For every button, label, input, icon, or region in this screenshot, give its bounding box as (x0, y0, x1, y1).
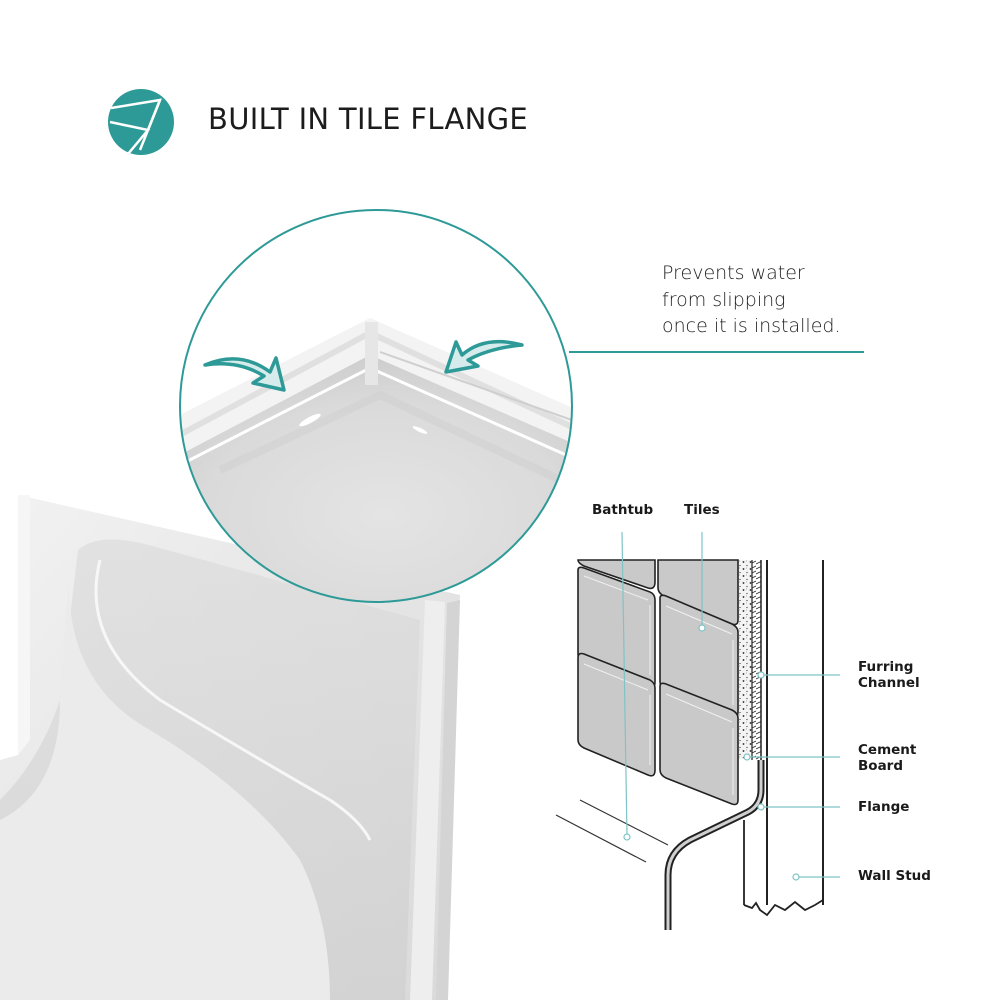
page-title: BUILT IN TILE FLANGE (208, 102, 529, 136)
bathtub-photo (0, 495, 460, 1000)
label-wall-stud: Wall Stud (858, 868, 931, 884)
installation-cross-section-diagram (555, 531, 840, 930)
zoom-detail-circle (179, 209, 573, 603)
label-tiles: Tiles (684, 502, 720, 518)
label-cement-board-line: Cement (858, 742, 917, 758)
right-arrow-icon (444, 339, 524, 374)
callout-text: Prevents water from slipping once it is … (662, 260, 841, 340)
callout-line: Prevents water (662, 262, 805, 284)
left-arrow-icon (203, 356, 286, 392)
tile-flange-badge-icon (108, 89, 174, 155)
callout-line: from slipping (662, 288, 786, 311)
label-cement-board-line: Board (858, 757, 903, 774)
label-furring-channel-line: Furring (858, 659, 914, 675)
label-furring-channel-line: Channel (858, 674, 920, 691)
callout-line: once it is installed. (662, 315, 841, 337)
label-furring-channel: Furring Channel (858, 659, 920, 691)
label-bathtub: Bathtub (592, 502, 654, 518)
label-cement-board: Cement Board (858, 742, 917, 774)
label-flange: Flange (858, 799, 910, 815)
